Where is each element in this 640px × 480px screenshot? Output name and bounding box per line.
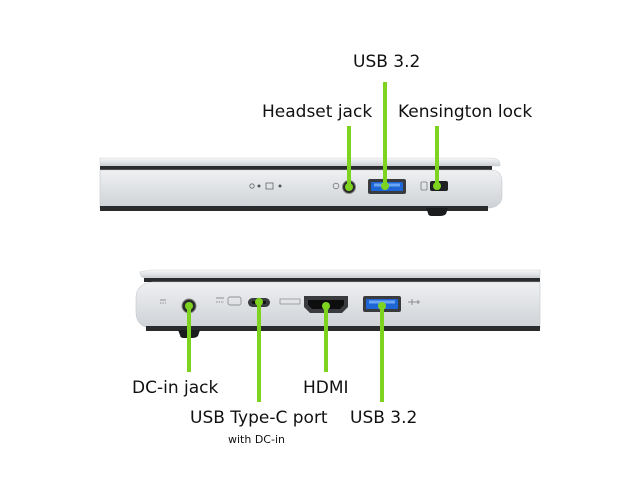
label-dc-in-jack: DC-in jack <box>132 378 219 398</box>
laptop-left-side <box>135 269 541 338</box>
callout-dc-in-jack <box>185 302 193 372</box>
callout-usb-3-2-top <box>381 82 389 190</box>
callout-hdmi <box>322 302 330 372</box>
callout-usb-3-2-bottom <box>378 302 386 402</box>
label-usb-type-c-port: USB Type-C port <box>190 408 328 428</box>
label-usb-3-2-top: USB 3.2 <box>353 52 421 72</box>
callout-headset-jack <box>345 126 353 191</box>
callout-kensington-lock <box>433 126 441 190</box>
label-kensington-lock: Kensington lock <box>398 102 533 122</box>
callout-usb-type-c <box>255 298 263 402</box>
label-usb-3-2-bottom: USB 3.2 <box>350 408 418 428</box>
laptop-right-side <box>99 157 503 216</box>
label-usb-type-c-sub: with DC-in <box>228 433 285 446</box>
label-headset-jack: Headset jack <box>262 102 373 122</box>
label-hdmi: HDMI <box>303 378 349 398</box>
status-leds <box>249 182 282 190</box>
